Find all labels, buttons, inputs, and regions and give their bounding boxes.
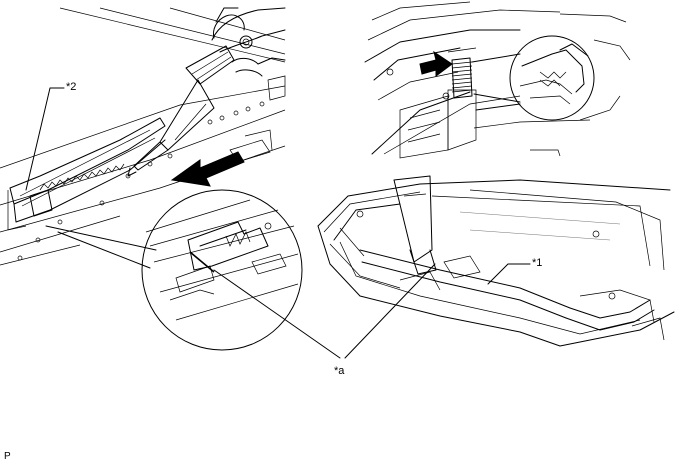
detail-circle-top: [509, 35, 595, 121]
page-code: P: [4, 451, 11, 462]
bottom-right-assembly: [317, 175, 675, 347]
callout-label-a: *a: [334, 365, 345, 377]
detail-circle-left: [141, 189, 303, 351]
left-roof-assembly: [0, 7, 436, 359]
rail-holes: [17, 101, 265, 261]
glass-frame-rail: [339, 227, 655, 331]
hand: [211, 7, 286, 77]
arrow-left-icon: [170, 151, 245, 187]
deflector-part: [7, 117, 166, 231]
screwdriver: [127, 45, 235, 177]
callout-2-leader: [25, 87, 65, 191]
callout-a-leader-right: [344, 263, 436, 359]
detail-circle-top-content: [519, 43, 589, 105]
callout-label-2: *2: [66, 81, 77, 93]
top-right-assembly: [364, 1, 631, 159]
detail-circle-left-content: [145, 199, 299, 321]
callout-1-leader: [487, 263, 531, 285]
spring: [447, 47, 477, 99]
callout-a-leader-left: [213, 269, 341, 359]
callout-label-1: *1: [532, 257, 543, 269]
arrow-right-icon: [419, 50, 453, 77]
